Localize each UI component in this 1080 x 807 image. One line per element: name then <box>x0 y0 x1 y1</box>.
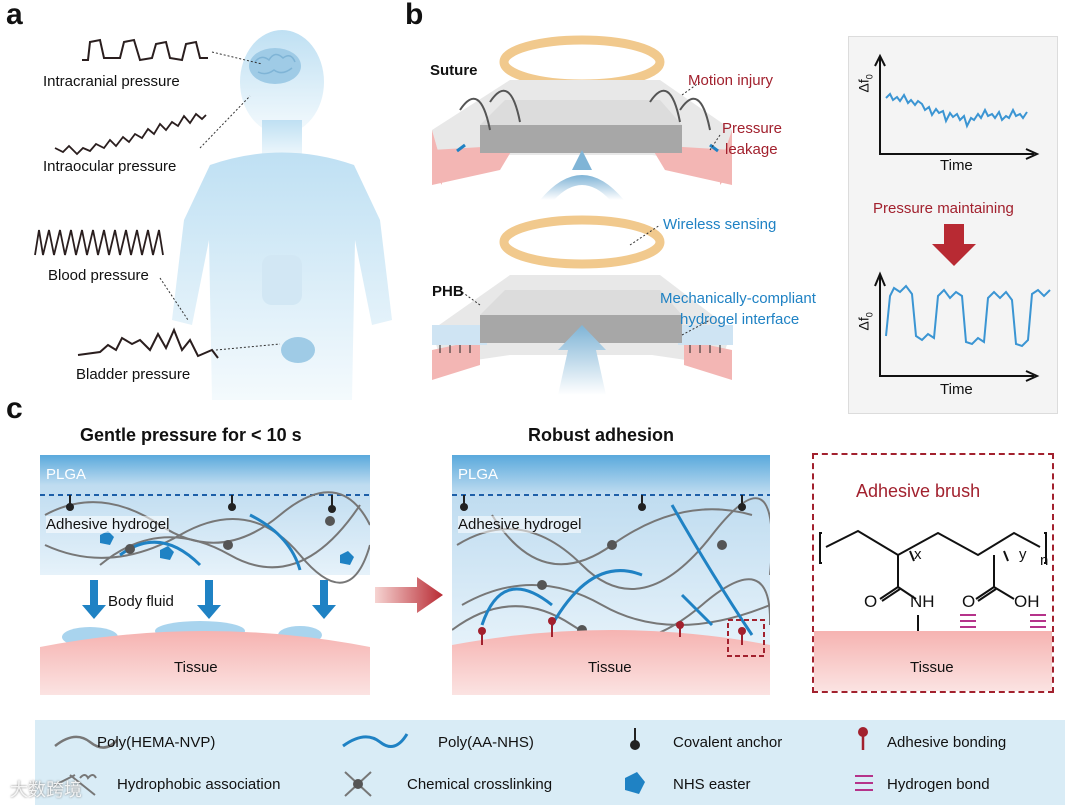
xlabel-bottom: Time <box>940 381 973 398</box>
legend-covalent-anchor: Covalent anchor <box>673 734 783 751</box>
brush-x: x <box>914 546 922 563</box>
label-suture: Suture <box>430 62 478 79</box>
right-tissue: Tissue <box>910 659 954 676</box>
adhesive-brush-box <box>812 453 1054 693</box>
middle-plga: PLGA <box>458 466 499 483</box>
signal-plots <box>874 53 1051 382</box>
bladder-icon <box>281 337 315 363</box>
hydrogel-layer-2 <box>452 455 770 650</box>
brush-oh: OH <box>1014 592 1040 611</box>
middle-tissue: Tissue <box>588 659 632 676</box>
device-bottom <box>432 215 733 395</box>
nhs-ester-icon <box>625 772 645 794</box>
blood-signal <box>34 229 164 256</box>
brush-n: n <box>1040 552 1049 569</box>
tissue-layer-2 <box>452 630 770 695</box>
legend-hydrophobic-association: Hydrophobic association <box>117 776 281 793</box>
label-intraocular: Intraocular pressure <box>43 158 177 175</box>
legend-poly-aa-nhs: Poly(AA-NHS) <box>438 734 534 751</box>
legend-panel: Poly(HEMA-NVP) Poly(AA-NHS) Covalent anc… <box>35 720 1065 805</box>
hydrogen-bond-icon <box>855 775 873 791</box>
left-schematic <box>40 455 370 695</box>
label-leakage: leakage <box>725 141 778 158</box>
legend-icons <box>54 727 873 797</box>
title-gentle-pressure: Gentle pressure for < 10 s <box>80 425 302 445</box>
label-pressure: Pressure <box>722 120 783 137</box>
tissue-layer <box>40 631 370 695</box>
label-blood: Blood pressure <box>48 267 149 284</box>
coil-icon <box>499 35 665 89</box>
signal-line-maintained <box>885 284 1051 348</box>
panel-a-figure <box>34 30 392 400</box>
intracranial-signal <box>82 38 208 62</box>
legend-adhesive-bonding: Adhesive bonding <box>887 734 1007 751</box>
human-silhouette <box>172 30 392 400</box>
brush-y: y <box>1019 546 1027 563</box>
panel-label-a: a <box>6 0 23 31</box>
label-body-fluid: Body fluid <box>108 593 174 610</box>
brush-nh: NH <box>910 592 935 611</box>
label-mechanically-compliant: Mechanically-compliant <box>660 290 816 307</box>
label-hydrogel-interface: hydrogel interface <box>680 311 800 328</box>
label-intracranial: Intracranial pressure <box>43 73 180 90</box>
label-bladder: Bladder pressure <box>76 366 191 383</box>
intraocular-signal <box>54 112 207 156</box>
middle-hydrogel: Adhesive hydrogel <box>458 516 582 533</box>
title-robust-adhesion: Robust adhesion <box>528 425 675 445</box>
signal-line-leak <box>885 92 1028 129</box>
ylabel-bottom: Δf0 <box>855 312 875 331</box>
transition-arrow-icon <box>375 577 443 613</box>
panel-label-c: c <box>6 392 23 425</box>
left-hydrogel: Adhesive hydrogel <box>46 516 170 533</box>
ylabel-top: Δf0 <box>855 74 875 93</box>
legend-chemical-crosslinking: Chemical crosslinking <box>407 776 553 793</box>
tissue-layer-3 <box>814 631 1052 691</box>
legend-hydrogen-bond: Hydrogen bond <box>887 776 990 793</box>
brush-o2: O <box>962 592 976 611</box>
organ-icon <box>262 255 302 305</box>
legend-nhs-easter: NHS easter <box>673 776 751 793</box>
label-pressure-maintaining: Pressure maintaining <box>873 200 1014 217</box>
sensor-body <box>480 125 682 153</box>
down-arrow-icon <box>932 224 976 266</box>
brush-o1: O <box>864 592 878 611</box>
covalent-anchor-icon <box>630 728 640 750</box>
title-adhesive-brush: Adhesive brush <box>856 481 981 501</box>
device-top <box>432 35 732 200</box>
poly-aa-nhs-icon <box>342 733 409 748</box>
zoom-box <box>727 619 765 657</box>
label-motion-injury: Motion injury <box>688 72 774 89</box>
coil-icon-2 <box>499 215 665 269</box>
watermark: 大数跨境 <box>10 780 82 800</box>
left-plga: PLGA <box>46 466 87 483</box>
brain-icon <box>249 48 301 84</box>
legend-poly-hema-nvp: Poly(HEMA-NVP) <box>97 734 216 751</box>
label-wireless-sensing: Wireless sensing <box>663 216 777 233</box>
middle-schematic <box>452 455 770 695</box>
adhesive-brush-structure <box>814 529 1052 691</box>
poly-hema-nvp-icon <box>54 735 118 749</box>
xlabel-top: Time <box>940 157 973 174</box>
suture-icon <box>459 89 711 131</box>
panel-b-schematic <box>432 35 733 395</box>
hydrogel-layer <box>40 455 370 575</box>
adhesive-bonding-icon <box>858 727 868 750</box>
hydrophobic-association-icon <box>54 774 97 796</box>
bladder-signal <box>77 327 219 359</box>
chemical-crosslinking-icon <box>344 771 372 797</box>
label-phb: PHB <box>432 283 464 300</box>
panel-label-b: b <box>405 0 424 31</box>
left-tissue: Tissue <box>174 659 218 676</box>
